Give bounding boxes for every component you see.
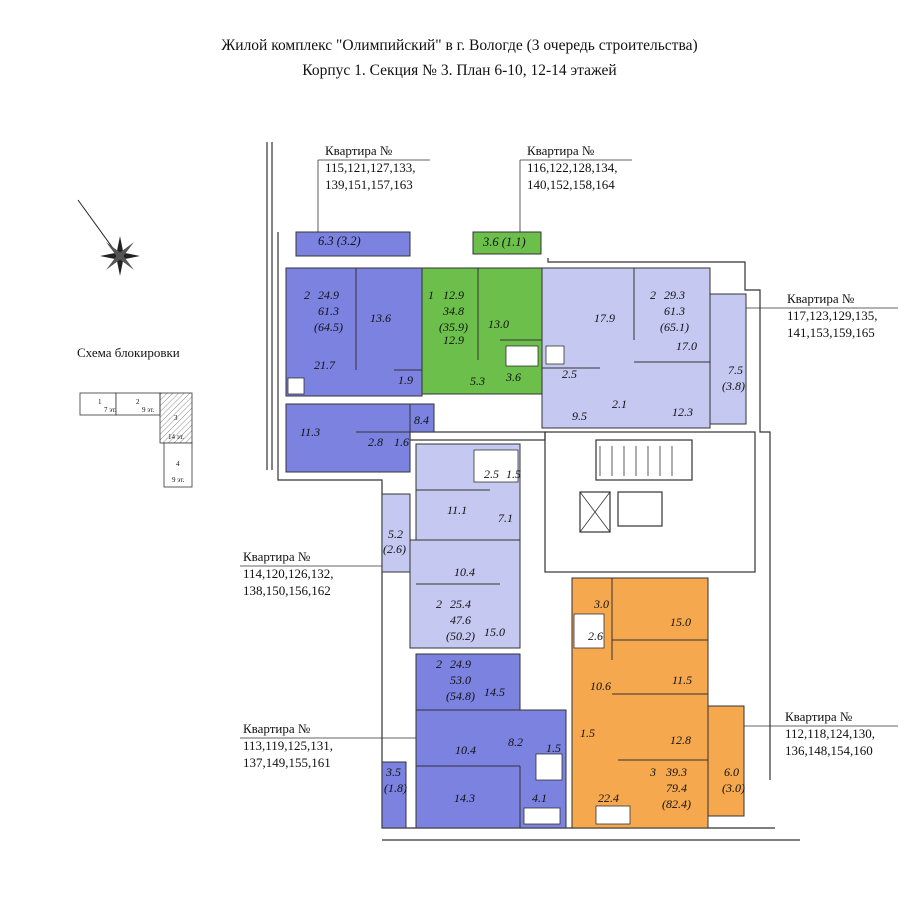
room-area: 12.9 bbox=[443, 333, 464, 347]
block-3-number: 3 bbox=[174, 414, 178, 422]
schema-title: Схема блокировки bbox=[77, 345, 180, 360]
room-area: 2.5 bbox=[562, 367, 577, 381]
room-area: 14.3 bbox=[454, 791, 475, 805]
block-2-number: 2 bbox=[136, 398, 140, 406]
room-area: 6.0 bbox=[724, 765, 739, 779]
room-area: 10.6 bbox=[590, 679, 611, 693]
apartment-lavender-middle[interactable] bbox=[381, 443, 521, 649]
apartment-blue-bottom[interactable] bbox=[381, 653, 567, 829]
room-area: 1.6 bbox=[394, 435, 409, 449]
apt-total-balcony: (35.9) bbox=[439, 320, 468, 334]
room-area: 13.0 bbox=[488, 317, 509, 331]
apt-rooms: 2 bbox=[304, 288, 310, 302]
room-area: 3.6 (1.1) bbox=[482, 235, 526, 249]
apt-label-blue-top: Квартира № 115,121,127,133, 139,151,157,… bbox=[325, 143, 416, 192]
room-area: 11.5 bbox=[672, 673, 692, 687]
room-area: 8.4 bbox=[414, 413, 429, 427]
block-4-note: 9 эт. bbox=[172, 476, 185, 484]
apt-living: 12.9 bbox=[443, 288, 464, 302]
apartment-lavender-right[interactable] bbox=[541, 267, 747, 429]
apt-label-orange: Квартира № 112,118,124,130, 136,148,154,… bbox=[785, 709, 876, 758]
room-area: (2.6) bbox=[383, 542, 406, 556]
room-area: 15.0 bbox=[670, 615, 691, 629]
apt-label-green: Квартира № 116,122,128,134, 140,152,158,… bbox=[527, 143, 618, 192]
room-area: 10.4 bbox=[455, 743, 476, 757]
room-area: 4.1 bbox=[532, 791, 547, 805]
room-area: 14.5 bbox=[484, 685, 505, 699]
room-area: 9.5 bbox=[572, 409, 587, 423]
room-area: 5.3 bbox=[470, 374, 485, 388]
apt-total-balcony: (82.4) bbox=[662, 797, 691, 811]
apt-living: 29.3 bbox=[664, 288, 685, 302]
room-area: 3.6 bbox=[505, 370, 521, 384]
apt-label-lav-mid: Квартира № 114,120,126,132, 138,150,156,… bbox=[243, 549, 334, 598]
room-area: 2.5 bbox=[484, 467, 499, 481]
room-area: 11.1 bbox=[447, 503, 467, 517]
apartment-orange[interactable] bbox=[571, 577, 745, 829]
apt-total: 79.4 bbox=[666, 781, 687, 795]
apt-rooms: 2 bbox=[436, 657, 442, 671]
room-area: 2.6 bbox=[588, 629, 603, 643]
apt-label-blue-bottom: Квартира № 113,119,125,131, 137,149,155,… bbox=[243, 721, 334, 770]
apt-living: 24.9 bbox=[450, 657, 471, 671]
staircase bbox=[579, 446, 673, 533]
apt-total: 47.6 bbox=[450, 613, 471, 627]
room-area: 10.4 bbox=[454, 565, 475, 579]
room-area: 15.0 bbox=[484, 625, 505, 639]
block-1-note: 7 эт. bbox=[104, 406, 117, 414]
room-area: 1.9 bbox=[398, 373, 413, 387]
apt-rooms: 3 bbox=[649, 765, 656, 779]
room-area: 17.9 bbox=[594, 311, 615, 325]
block-1-number: 1 bbox=[98, 398, 102, 406]
apartment-green[interactable] bbox=[421, 231, 543, 395]
apt-total-balcony: (64.5) bbox=[314, 320, 343, 334]
block-4-number: 4 bbox=[176, 460, 180, 468]
room-area: 22.4 bbox=[598, 791, 619, 805]
apt-total-balcony: (50.2) bbox=[446, 629, 475, 643]
room-area: 1.5 bbox=[546, 741, 561, 755]
room-area: 21.7 bbox=[314, 358, 336, 372]
room-area: 12.3 bbox=[672, 405, 693, 419]
room-area: 1.5 bbox=[506, 467, 521, 481]
room-area: 2.8 bbox=[368, 435, 383, 449]
block-2-note: 9 эт. bbox=[142, 406, 155, 414]
room-area: 8.2 bbox=[508, 735, 523, 749]
room-area: 17.0 bbox=[676, 339, 697, 353]
apt-total: 61.3 bbox=[318, 304, 339, 318]
plan-subtitle: Корпус 1. Секция № 3. План 6-10, 12-14 э… bbox=[302, 62, 617, 79]
room-area: (3.8) bbox=[722, 379, 745, 393]
apt-total: 34.8 bbox=[442, 304, 464, 318]
room-area: 3.5 bbox=[385, 765, 401, 779]
block-3-note: 14 эт. bbox=[168, 433, 184, 441]
apt-total-balcony: (54.8) bbox=[446, 689, 475, 703]
apt-rooms: 2 bbox=[650, 288, 656, 302]
room-area: (1.8) bbox=[384, 781, 407, 795]
apt-living: 39.3 bbox=[665, 765, 687, 779]
room-area: 2.1 bbox=[612, 397, 627, 411]
room-area: 7.5 bbox=[728, 363, 743, 377]
room-area: (3.0) bbox=[722, 781, 745, 795]
room-area: 5.2 bbox=[388, 527, 403, 541]
block-scheme bbox=[79, 392, 193, 488]
room-area: 12.8 bbox=[670, 733, 691, 747]
compass-rose-icon bbox=[77, 199, 140, 276]
room-area: 11.3 bbox=[300, 425, 320, 439]
room-area: 3.0 bbox=[593, 597, 609, 611]
room-area: 1.5 bbox=[580, 726, 595, 740]
apt-living: 25.4 bbox=[450, 597, 471, 611]
room-area: 13.6 bbox=[370, 311, 391, 325]
apt-total-balcony: (65.1) bbox=[660, 320, 689, 334]
apt-rooms: 2 bbox=[436, 597, 442, 611]
apt-total: 53.0 bbox=[450, 673, 471, 687]
apt-label-lav-right: Квартира № 117,123,129,135, 141,153,159,… bbox=[787, 291, 878, 340]
apt-rooms: 1 bbox=[428, 288, 434, 302]
room-area: 7.1 bbox=[498, 511, 513, 525]
apt-living: 24.9 bbox=[318, 288, 339, 302]
room-area: 6.3 (3.2) bbox=[318, 234, 361, 248]
plan-title: Жилой комплекс "Олимпийский" в г. Вологд… bbox=[221, 37, 698, 54]
apt-total: 61.3 bbox=[664, 304, 685, 318]
